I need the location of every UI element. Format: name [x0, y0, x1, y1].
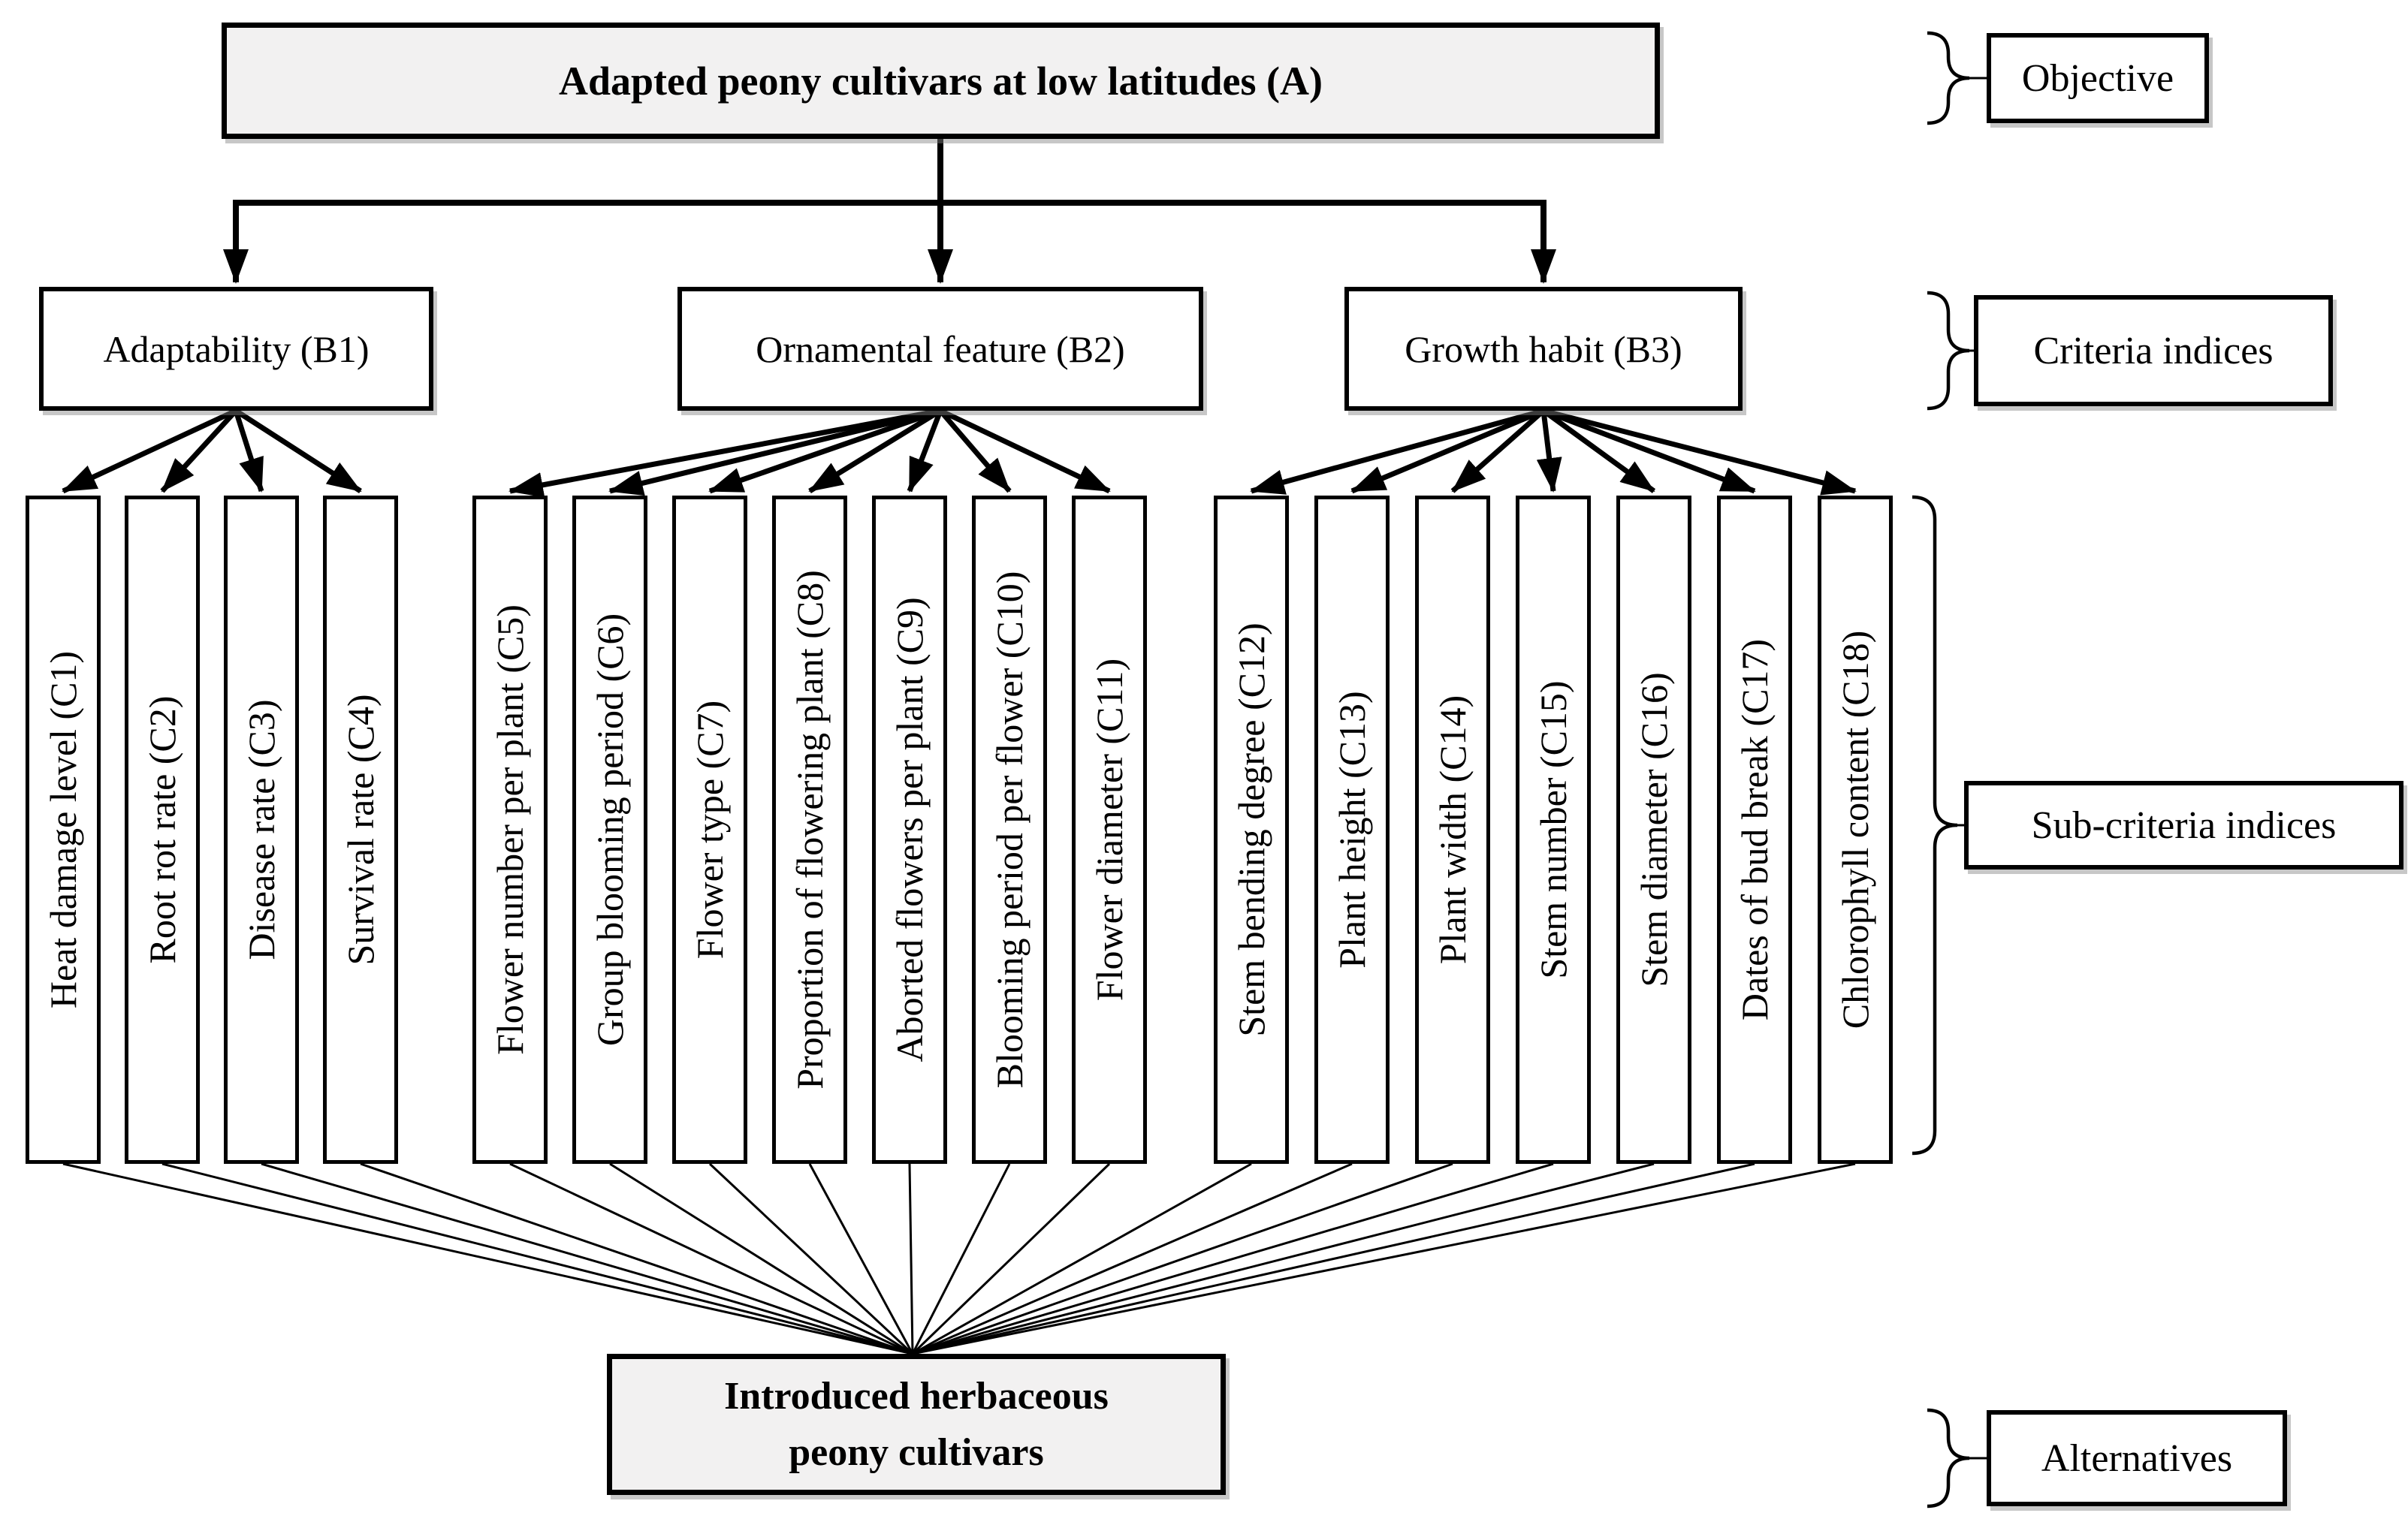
arrow-b1-to-c1 [62, 408, 237, 494]
sub-criterion-label-c17: Dates of bud break (C17) [1734, 638, 1776, 1021]
arrow-b2-to-c10 [938, 408, 1012, 493]
line-c3-to-alternatives [261, 1162, 913, 1355]
line-c2-to-alternatives [161, 1162, 913, 1355]
arrow-b2-to-c7 [708, 408, 942, 494]
arrow-b2-to-c9 [907, 409, 943, 493]
sub-criterion-label-c6: Group blooming period (C6) [589, 613, 631, 1047]
sub-criterion-box-c2: Root rot rate (C2) [125, 496, 200, 1164]
line-c18-to-alternatives [912, 1162, 1856, 1355]
sub-criterion-label-c10: Blooming period per flower (C10) [988, 571, 1030, 1089]
sub-criterion-box-c3: Disease rate (C3) [224, 496, 299, 1164]
sub-criterion-box-c6: Group blooming period (C6) [572, 496, 647, 1164]
sub-criterion-label-c4: Survival rate (C4) [339, 694, 382, 966]
sub-criterion-box-c1: Heat damage level (C1) [26, 496, 101, 1164]
line-c8-to-alternatives [808, 1163, 914, 1355]
line-c15-to-alternatives [912, 1162, 1554, 1355]
brace-legend-3 [1927, 1408, 1970, 1508]
sub-criterion-box-c18: Chlorophyll content (C18) [1818, 496, 1893, 1164]
line-c12-to-alternatives [912, 1162, 1252, 1355]
sub-criterion-label-c9: Aborted flowers per plant (C9) [889, 597, 931, 1062]
sub-criterion-box-c4: Survival rate (C4) [323, 496, 398, 1164]
line-c4-to-alternatives [360, 1162, 913, 1355]
sub-criterion-label-c12: Stem bending degree (C12) [1230, 622, 1272, 1037]
line-c9-to-alternatives [908, 1163, 914, 1355]
legend-criteria-indices-label: Criteria indices [2033, 329, 2274, 372]
sub-criterion-box-c10: Blooming period per flower (C10) [972, 496, 1047, 1164]
sub-criterion-label-c8: Proportion of flowering plant (C8) [789, 570, 831, 1090]
arrow-b2-to-c11 [939, 408, 1111, 494]
line-c1-to-alternatives [62, 1162, 913, 1355]
line-c14-to-alternatives [912, 1162, 1453, 1355]
sub-criterion-box-c17: Dates of bud break (C17) [1717, 496, 1792, 1164]
arrow-b3-to-c18 [1543, 408, 1857, 496]
sub-criterion-label-c15: Stem number (C15) [1532, 680, 1574, 979]
line-c6-to-alternatives [609, 1162, 913, 1355]
criterion-box-b1: Adaptability (B1) [39, 287, 433, 411]
sub-criterion-box-c5: Flower number per plant (C5) [472, 496, 548, 1164]
objective-node: Adapted peony cultivars at low latitudes… [222, 23, 1660, 139]
sub-criterion-box-c15: Stem number (C15) [1516, 496, 1591, 1164]
sub-criterion-label-c13: Plant height (C13) [1331, 691, 1373, 969]
line-c16-to-alternatives [912, 1162, 1655, 1355]
sub-criterion-box-c9: Aborted flowers per plant (C9) [872, 496, 947, 1164]
line-c17-to-alternatives [912, 1162, 1755, 1355]
line-c10-to-alternatives [911, 1163, 1011, 1355]
line-c7-to-alternatives [708, 1162, 914, 1355]
arrow-b2-to-c5 [508, 408, 941, 498]
alternatives-node: Introduced herbaceous peony cultivars [607, 1354, 1226, 1495]
criterion-b3-label: Growth habit (B3) [1405, 327, 1682, 370]
sub-criterion-box-c14: Plant width (C14) [1415, 496, 1490, 1164]
sub-criterion-label-c2: Root rot rate (C2) [141, 695, 183, 964]
alternatives-line-1: Introduced herbaceous [724, 1374, 1109, 1418]
sub-criterion-box-c7: Flower type (C7) [672, 496, 747, 1164]
arrow-b3-to-c14 [1450, 408, 1546, 493]
legend-sub-criteria-indices-label: Sub-criteria indices [2031, 803, 2337, 847]
sub-criterion-label-c1: Heat damage level (C1) [42, 650, 84, 1009]
brace-legend-1 [1927, 291, 1970, 411]
legend-alternatives-box: Alternatives [1987, 1410, 2287, 1506]
legend-sub-criteria-indices-box: Sub-criteria indices [1964, 781, 2403, 870]
alternatives-node-text: Introduced herbaceous peony cultivars [724, 1368, 1109, 1481]
brace-legend-2 [1912, 495, 1958, 1156]
arrow-b3-to-c13 [1350, 408, 1545, 494]
sub-criterion-label-c14: Plant width (C14) [1432, 695, 1474, 965]
criterion-box-b3: Growth habit (B3) [1344, 287, 1743, 411]
objective-node-label: Adapted peony cultivars at low latitudes… [558, 58, 1323, 104]
legend-objective-box: Objective [1987, 33, 2209, 123]
legend-alternatives-label: Alternatives [2041, 1436, 2233, 1480]
line-c5-to-alternatives [509, 1162, 913, 1355]
sub-criterion-label-c5: Flower number per plant (C5) [489, 604, 531, 1055]
arrow-b1-to-c2 [160, 408, 238, 493]
sub-criterion-box-c13: Plant height (C13) [1314, 496, 1390, 1164]
line-c13-to-alternatives [912, 1162, 1353, 1355]
criterion-b1-label: Adaptability (B1) [103, 327, 370, 370]
line-c11-to-alternatives [911, 1162, 1111, 1355]
criterion-box-b2: Ornamental feature (B2) [677, 287, 1203, 411]
arrow-b3-to-c17 [1542, 408, 1756, 494]
legend-objective-label: Objective [2021, 56, 2174, 100]
sub-criterion-box-c16: Stem diameter (C16) [1616, 496, 1691, 1164]
arrow-b3-to-c15 [1536, 410, 1562, 493]
sub-criterion-box-c11: Flower diameter (C11) [1072, 496, 1147, 1164]
brace-legend-0 [1927, 31, 1970, 125]
sub-criterion-label-c16: Stem diameter (C16) [1633, 672, 1675, 987]
arrow-b1-to-c3 [233, 409, 264, 493]
sub-criterion-label-c11: Flower diameter (C11) [1088, 658, 1130, 1002]
arrow-b2-to-c8 [808, 408, 942, 493]
sub-criterion-label-c7: Flower type (C7) [689, 700, 731, 960]
sub-criterion-label-c18: Chlorophyll content (C18) [1834, 630, 1876, 1029]
arrow-b3-to-c16 [1541, 408, 1656, 493]
sub-criterion-label-c3: Disease rate (C3) [240, 699, 282, 960]
sub-criterion-box-c8: Proportion of flowering plant (C8) [772, 496, 847, 1164]
legend-criteria-indices-box: Criteria indices [1974, 295, 2333, 406]
arrow-b1-to-c4 [234, 408, 362, 493]
arrow-b3-to-c12 [1250, 408, 1544, 495]
arrow-b2-to-c6 [608, 408, 941, 496]
sub-criterion-box-c12: Stem bending degree (C12) [1214, 496, 1289, 1164]
alternatives-line-2: peony cultivars [789, 1431, 1044, 1474]
criterion-b2-label: Ornamental feature (B2) [756, 327, 1125, 370]
